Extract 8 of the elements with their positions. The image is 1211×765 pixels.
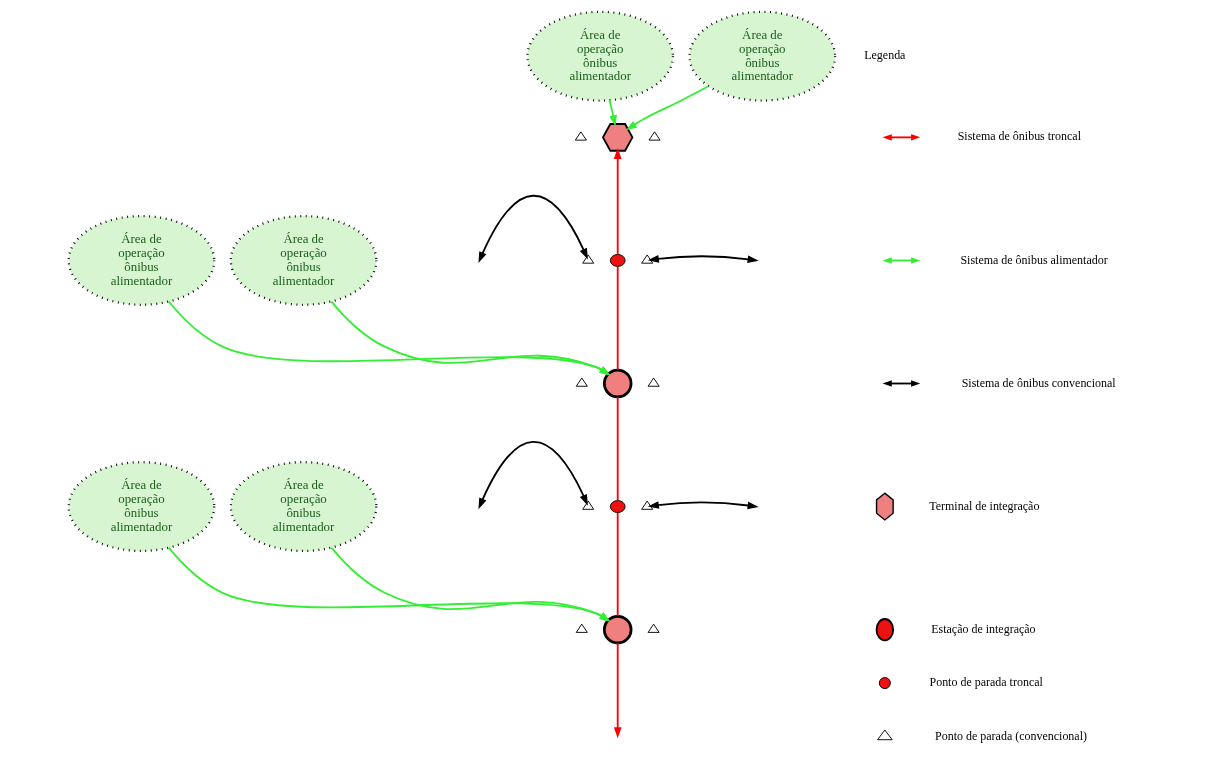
legend-label: Sistema de ônibus troncal (957, 129, 1081, 144)
legend-label: Sistema de ônibus alimentador (960, 252, 1108, 267)
label: Legenda (864, 48, 906, 63)
legend-label: Ponto de parada troncal (929, 675, 1043, 690)
legend-label: Ponto de parada (convencional) (935, 728, 1087, 743)
legend-label: Sistema de ônibus convencional (961, 375, 1116, 390)
legend-label: Terminal de integração (929, 498, 1040, 513)
legend-label: Estação de integração (931, 621, 1036, 636)
